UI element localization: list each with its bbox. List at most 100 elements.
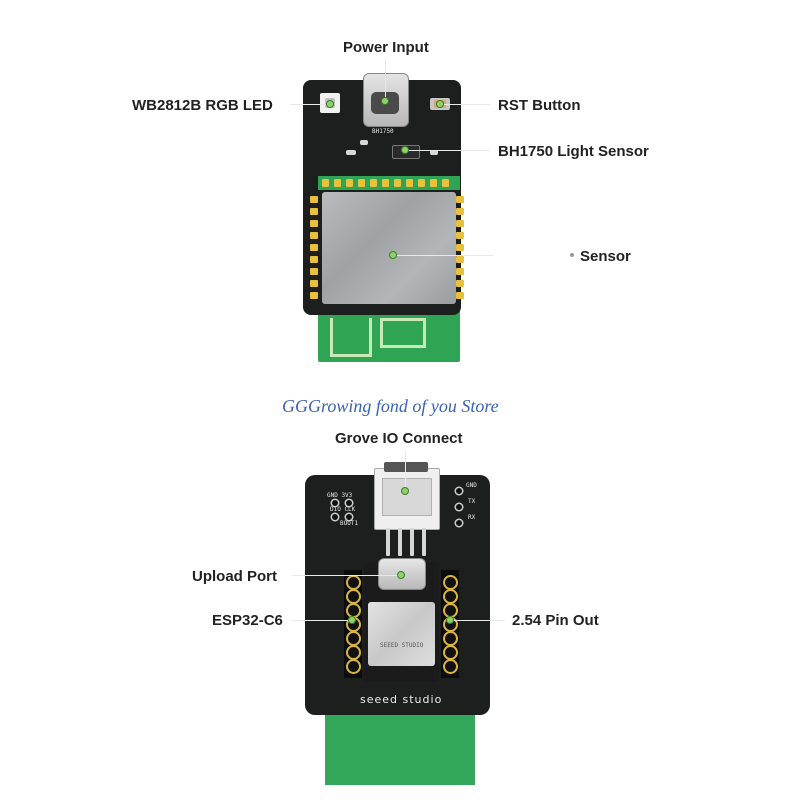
header-pin-hole bbox=[348, 619, 359, 630]
silk-gnd-3v3: GND 3V3 bbox=[327, 492, 353, 499]
silk-gnd: GND bbox=[466, 482, 477, 489]
smd-component bbox=[346, 150, 356, 155]
callout-dot-rgb-led bbox=[327, 101, 333, 107]
esp32-shield bbox=[368, 602, 435, 666]
header-pin-hole bbox=[445, 591, 456, 602]
via-hole bbox=[456, 520, 462, 526]
antenna-pattern bbox=[330, 318, 372, 357]
callout-line-upload bbox=[292, 575, 400, 576]
module-pad bbox=[456, 244, 464, 251]
module-pad bbox=[456, 268, 464, 275]
header-pin-hole bbox=[348, 605, 359, 616]
callout-line-pin-out bbox=[450, 620, 505, 621]
callout-dot-grove bbox=[402, 488, 408, 494]
callout-dot-esp32 bbox=[349, 617, 355, 623]
module-pad bbox=[346, 179, 353, 187]
bottom-antenna-area bbox=[325, 705, 475, 785]
callout-dot-light-sensor bbox=[402, 147, 408, 153]
module-pad bbox=[456, 232, 464, 239]
label-power-input: Power Input bbox=[343, 39, 429, 56]
header-pin-hole bbox=[445, 661, 456, 672]
smd-component bbox=[360, 140, 368, 145]
via-hole bbox=[456, 504, 462, 510]
label-sensor: Sensor bbox=[580, 248, 631, 265]
header-pin-hole bbox=[445, 633, 456, 644]
module-pad bbox=[456, 292, 464, 299]
header-pin-hole bbox=[348, 661, 359, 672]
via-hole bbox=[332, 500, 338, 506]
module-pad bbox=[456, 256, 464, 263]
module-pad bbox=[382, 179, 389, 187]
callout-line-esp32 bbox=[292, 620, 350, 621]
header-pin-hole bbox=[348, 591, 359, 602]
grove-latch bbox=[384, 462, 428, 472]
silk-boot: BOOT1 bbox=[340, 520, 359, 527]
header-pin-hole bbox=[348, 633, 359, 644]
callout-dot-upload bbox=[398, 572, 404, 578]
header-pin-hole bbox=[445, 605, 456, 616]
module-shield bbox=[322, 192, 456, 304]
label-grove-io: Grove IO Connect bbox=[335, 430, 463, 447]
header-pin-hole bbox=[445, 577, 456, 588]
module-pad bbox=[322, 179, 329, 187]
module-pad bbox=[442, 179, 449, 187]
via-hole bbox=[332, 514, 338, 520]
callout-dot-power bbox=[382, 98, 388, 104]
header-pin-hole bbox=[348, 577, 359, 588]
module-pad bbox=[406, 179, 413, 187]
silk-rx: RX bbox=[468, 514, 476, 521]
callout-dot-pin-out bbox=[447, 617, 453, 623]
module-pad bbox=[430, 179, 437, 187]
module-pad bbox=[370, 179, 377, 187]
via-hole bbox=[346, 500, 352, 506]
module-pad bbox=[334, 179, 341, 187]
module-pad bbox=[310, 268, 318, 275]
seeed-studio-logo: seeed studio bbox=[360, 693, 443, 706]
grove-connector-inner bbox=[382, 478, 432, 516]
callout-line-grove bbox=[405, 450, 406, 490]
module-pad bbox=[310, 292, 318, 299]
module-pad bbox=[394, 179, 401, 187]
label-upload-port: Upload Port bbox=[192, 568, 277, 585]
module-pad bbox=[456, 208, 464, 215]
module-pad bbox=[418, 179, 425, 187]
label-rgb-led: WB2812B RGB LED bbox=[132, 97, 273, 114]
grove-pins bbox=[384, 528, 428, 556]
via-hole bbox=[456, 488, 462, 494]
label-esp32: ESP32-C6 bbox=[212, 612, 283, 629]
module-pad bbox=[310, 244, 318, 251]
store-watermark: GGGrowing fond of you Store bbox=[282, 396, 499, 416]
module-pad bbox=[456, 280, 464, 287]
header-pin-hole bbox=[445, 647, 456, 658]
sensor-label-marker bbox=[570, 253, 574, 257]
bottom-board: GND 3V3 DIO CLK BOOT1 GND TX RX SEEED ST… bbox=[0, 420, 800, 800]
antenna-pattern-2 bbox=[380, 318, 426, 348]
label-pin-out: 2.54 Pin Out bbox=[512, 612, 599, 629]
via-hole bbox=[346, 514, 352, 520]
callout-line-light-sensor bbox=[405, 150, 490, 151]
module-pad bbox=[310, 280, 318, 287]
module-brand-text: SEEED STUDIO bbox=[380, 642, 424, 649]
callout-dot-rst bbox=[437, 101, 443, 107]
label-light-sensor: BH1750 Light Sensor bbox=[498, 143, 649, 160]
header-pin-hole bbox=[348, 647, 359, 658]
module-pad bbox=[310, 208, 318, 215]
module-pad bbox=[310, 256, 318, 263]
callout-dot-sensor bbox=[390, 252, 396, 258]
module-pad bbox=[310, 196, 318, 203]
module-pad bbox=[358, 179, 365, 187]
callout-line-sensor bbox=[393, 255, 493, 256]
top-board: BH1750 Power Input WB2812B RGB LED RST B… bbox=[0, 0, 800, 380]
silk-dio-clk: DIO CLK bbox=[330, 506, 356, 513]
module-pad bbox=[310, 220, 318, 227]
module-pad bbox=[456, 220, 464, 227]
callout-line-rgb-led bbox=[290, 104, 330, 105]
module-pad bbox=[456, 196, 464, 203]
silk-tx: TX bbox=[468, 498, 476, 505]
label-rst-button: RST Button bbox=[498, 97, 581, 114]
module-pad bbox=[310, 232, 318, 239]
header-pin-hole bbox=[445, 619, 456, 630]
callout-line-power bbox=[385, 58, 386, 98]
smd-component bbox=[430, 150, 438, 155]
pcb-silk-text: BH1750 bbox=[372, 128, 394, 135]
